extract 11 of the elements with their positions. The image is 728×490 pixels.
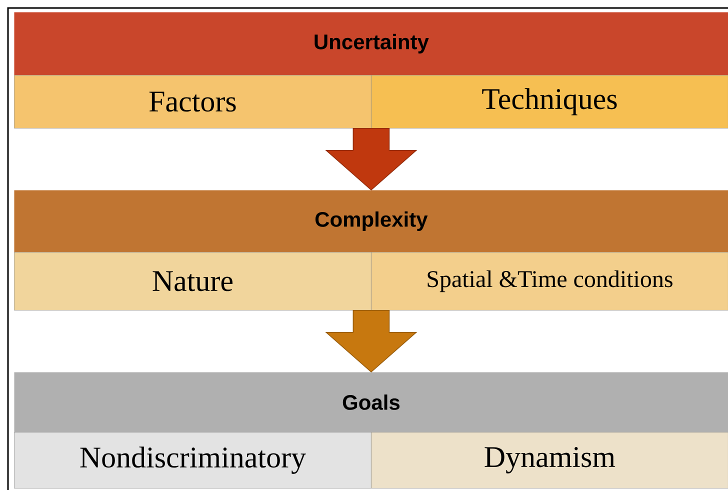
sub-box: Spatial &Time conditions	[371, 252, 728, 310]
header-band: Complexity	[14, 190, 728, 252]
block-arrow	[325, 310, 418, 373]
sub-box: Dynamism	[371, 432, 728, 488]
sub-box: Nondiscriminatory	[14, 432, 372, 488]
sub-box: Techniques	[371, 75, 728, 128]
header-band: Goals	[14, 372, 728, 432]
sub-box: Factors	[14, 75, 372, 128]
block-arrow	[325, 128, 418, 191]
header-band: Uncertainty	[14, 12, 728, 76]
sub-box: Nature	[14, 252, 372, 310]
